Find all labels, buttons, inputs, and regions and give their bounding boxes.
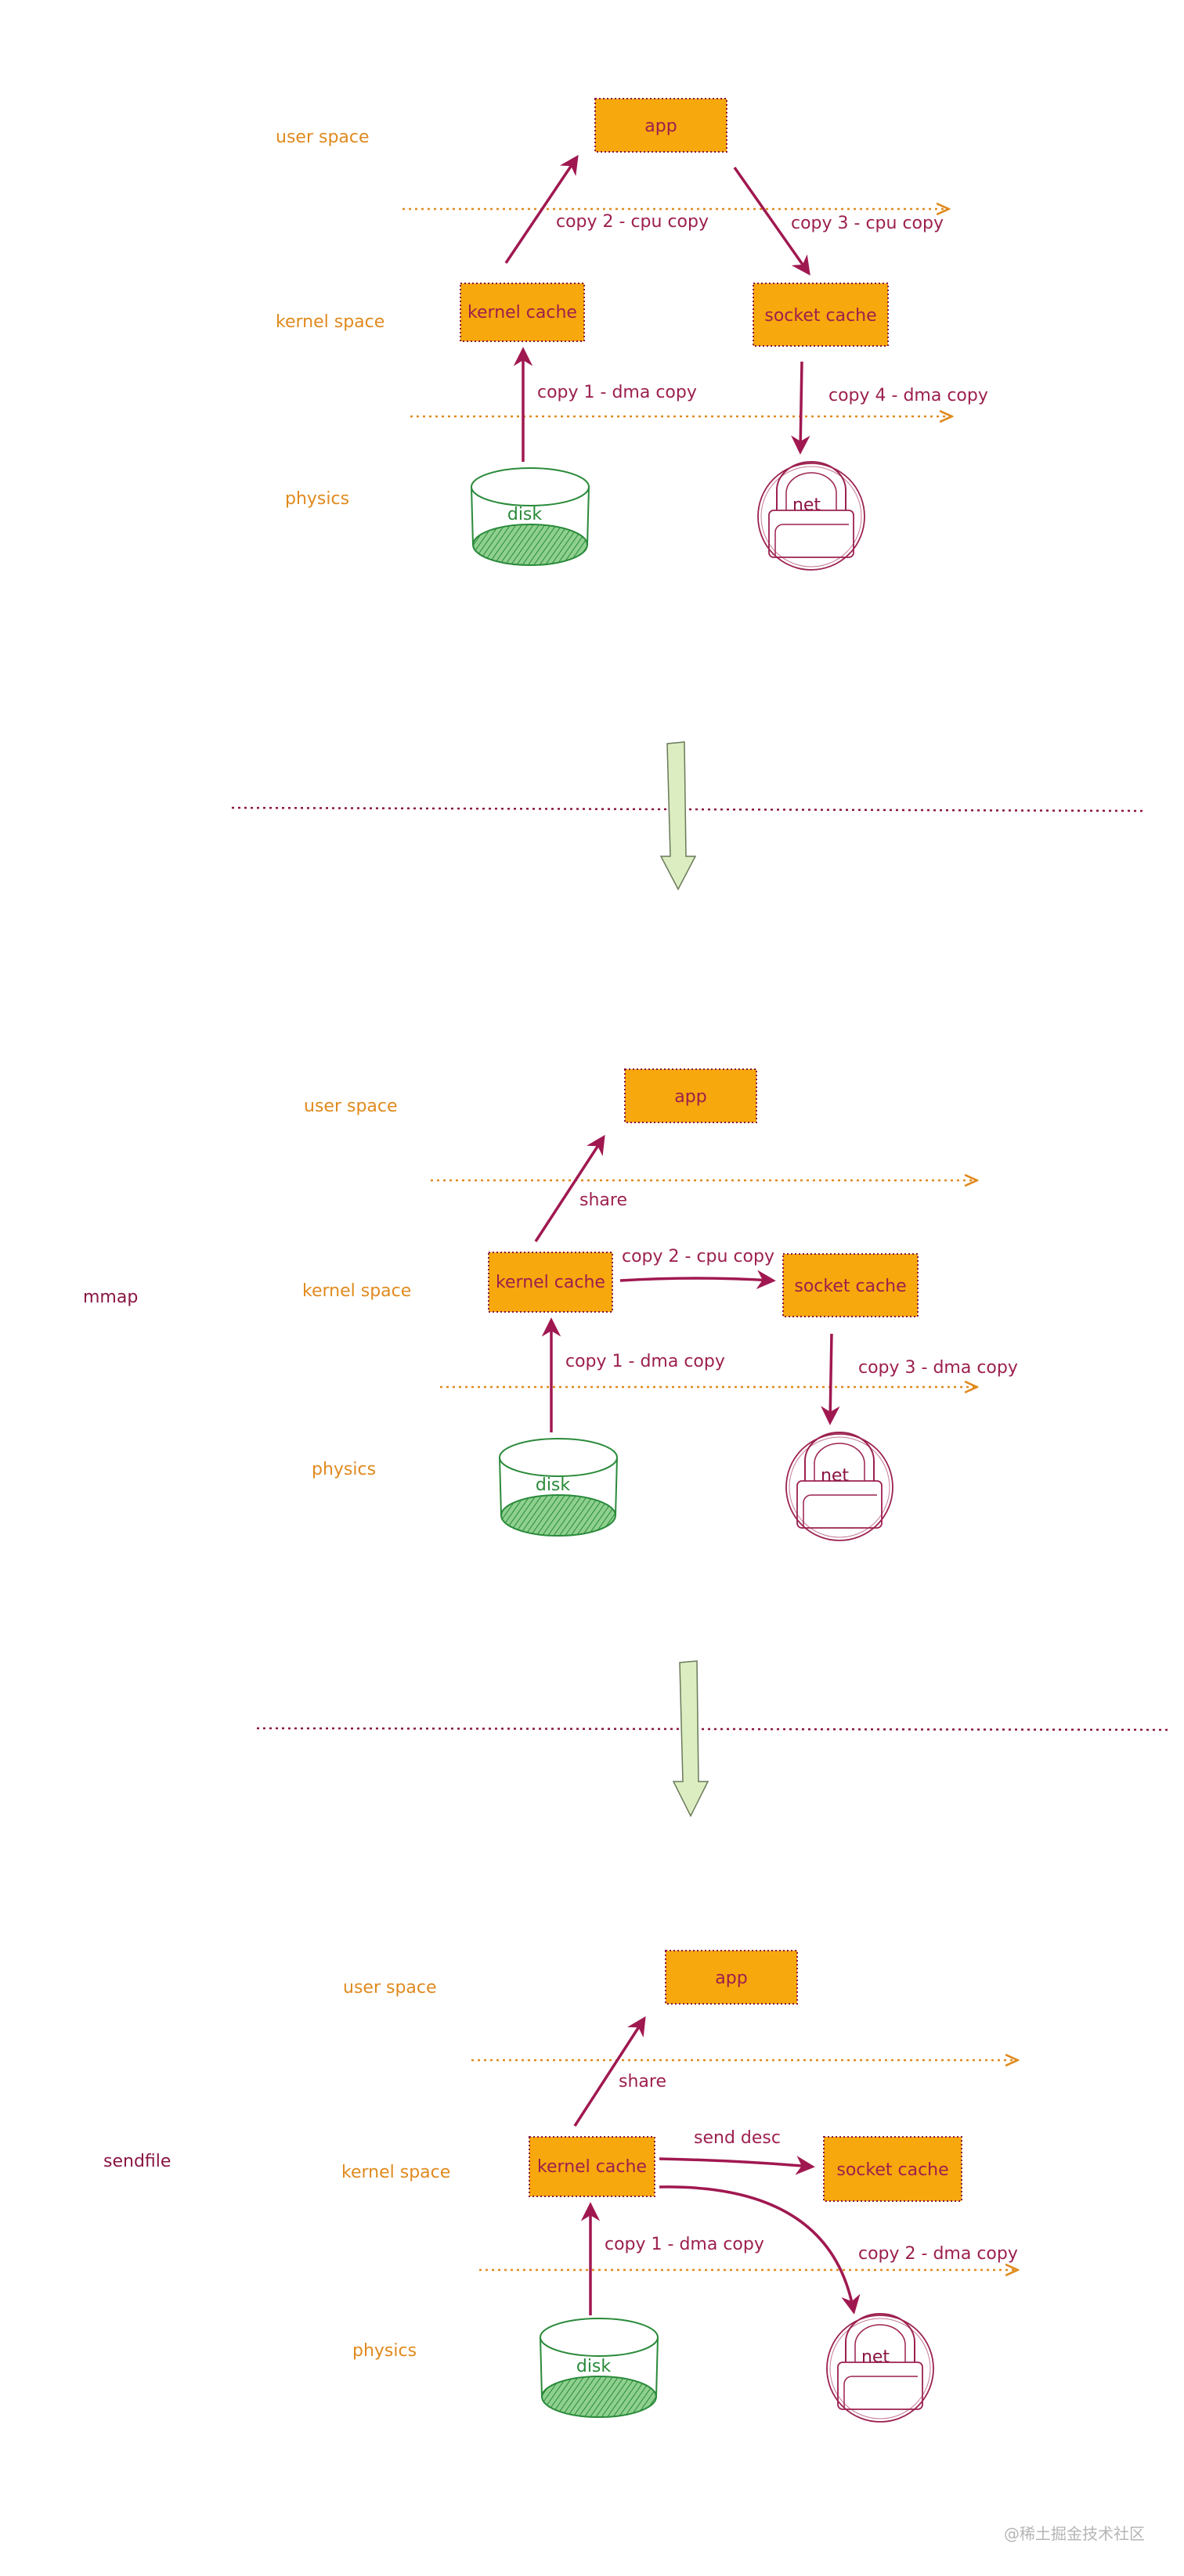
edge-kernel-cache-to-app <box>504 154 579 264</box>
edge-label-copy4: copy 4 - dma copy <box>828 386 988 405</box>
side-label-mmap: mmap <box>83 1288 138 1307</box>
network-padlock-icon: net <box>826 2313 934 2423</box>
network-padlock-icon: net <box>785 1432 893 1541</box>
panel-mmap: mmap user space kernel space physics app… <box>83 1068 1018 1541</box>
edge-kernel-cache-to-net <box>659 2185 861 2315</box>
section-separator <box>256 1727 1172 1731</box>
net-label: net <box>861 2347 890 2367</box>
edge-socket-cache-to-net <box>821 1333 840 1425</box>
net-label: net <box>792 495 821 515</box>
node-socket-cache-label: socket cache <box>836 2160 948 2180</box>
disk-label: disk <box>576 2357 612 2376</box>
node-app: app <box>665 1950 798 2005</box>
panel-sendfile: sendfile user space kernel space physics… <box>103 1950 1018 2423</box>
layer-label-physics: physics <box>352 2341 417 2361</box>
edge-app-to-socket-cache <box>733 166 810 276</box>
node-socket-cache-label: socket cache <box>794 1277 906 1296</box>
disk-cylinder-icon: disk <box>540 2318 659 2418</box>
edge-kernel-cache-to-socket-cache <box>659 2156 815 2175</box>
edge-label-send-desc: send desc <box>694 2128 781 2148</box>
watermark: @稀土掘金技术社区 <box>1004 2524 1145 2543</box>
layer-label-kernel: kernel space <box>341 2163 450 2182</box>
edge-label-copy1: copy 1 - dma copy <box>605 2235 764 2254</box>
layer-label-physics: physics <box>285 489 349 509</box>
node-app-label: app <box>644 117 677 136</box>
layer-label-user: user space <box>343 1978 437 1998</box>
side-label-sendfile: sendfile <box>103 2152 171 2171</box>
edge-socket-cache-to-net <box>791 361 810 455</box>
disk-label: disk <box>536 1475 571 1495</box>
disk-cylinder-icon: disk <box>499 1438 618 1537</box>
edge-label-copy1: copy 1 - dma copy <box>537 383 697 402</box>
layer-label-user: user space <box>304 1097 398 1116</box>
node-socket-cache-label: socket cache <box>764 306 876 326</box>
node-app-label: app <box>715 1969 747 1988</box>
net-label: net <box>821 1466 849 1486</box>
edge-label-share: share <box>579 1191 627 1210</box>
edge-label-copy2: copy 2 - cpu copy <box>622 1247 774 1266</box>
down-arrow-icon <box>672 1660 709 1818</box>
node-app: app <box>594 98 727 153</box>
layer-label-user: user space <box>276 128 370 147</box>
node-socket-cache: socket cache <box>782 1253 919 1317</box>
edge-label-copy3: copy 3 - dma copy <box>858 1358 1018 1378</box>
panel-traditional: user space kernel space physics app kern… <box>276 98 988 571</box>
edge-label-copy1: copy 1 - dma copy <box>565 1352 725 1371</box>
layer-label-physics: physics <box>312 1460 376 1479</box>
node-kernel-cache-label: kernel cache <box>496 1273 605 1292</box>
layer-label-kernel: kernel space <box>302 1281 411 1301</box>
network-padlock-icon: net <box>757 461 865 571</box>
section-separator <box>231 806 1147 812</box>
edge-kernel-cache-to-app <box>573 2016 646 2127</box>
node-kernel-cache-label: kernel cache <box>467 303 577 322</box>
edge-kernel-cache-to-socket-cache <box>619 1270 776 1290</box>
edge-label-copy2: copy 2 - dma copy <box>858 2244 1018 2264</box>
node-socket-cache: socket cache <box>823 2136 962 2202</box>
edge-kernel-cache-to-app <box>534 1134 605 1242</box>
down-arrow-icon <box>659 741 697 891</box>
node-app: app <box>624 1068 757 1123</box>
node-kernel-cache: kernel cache <box>460 283 585 342</box>
disk-cylinder-icon: disk <box>471 467 590 566</box>
edge-label-share: share <box>619 2072 666 2091</box>
edge-label-copy2: copy 2 - cpu copy <box>556 212 709 232</box>
edge-label-copy3: copy 3 - cpu copy <box>791 214 944 233</box>
node-kernel-cache: kernel cache <box>529 2136 655 2197</box>
node-kernel-cache: kernel cache <box>488 1252 613 1313</box>
disk-label: disk <box>507 505 543 524</box>
node-kernel-cache-label: kernel cache <box>537 2157 647 2177</box>
layer-label-kernel: kernel space <box>276 312 384 332</box>
node-socket-cache: socket cache <box>753 283 889 347</box>
node-app-label: app <box>674 1087 706 1107</box>
